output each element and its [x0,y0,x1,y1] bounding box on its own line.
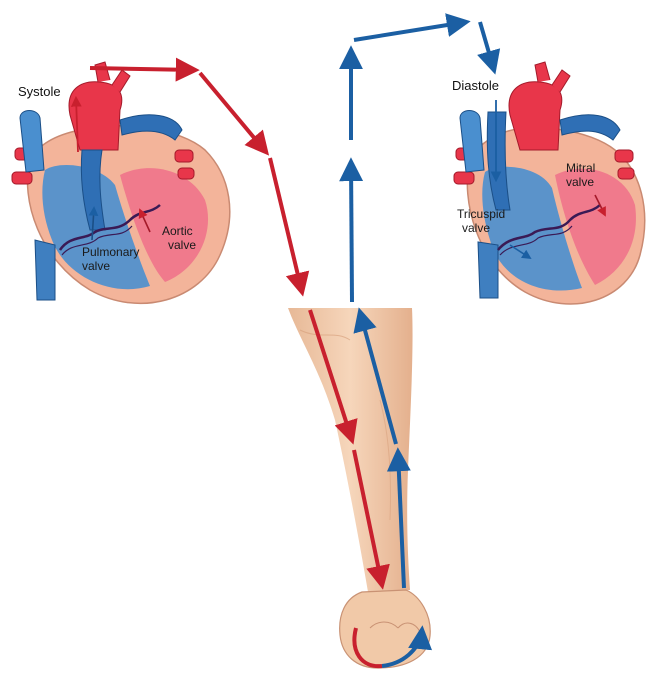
pulmonary-valve-label-line2: valve [82,259,110,273]
systole-label: Systole [18,84,61,99]
tricuspid-valve-label-line1: Tricuspid [457,207,505,221]
forearm-illustration [288,308,430,668]
aortic-valve-label-line2: valve [168,238,196,252]
mitral-valve-label-line2: valve [566,175,594,189]
tricuspid-valve-label-line2: valve [462,221,490,235]
mitral-valve-label-line1: Mitral [566,161,595,175]
diastole-label: Diastole [452,78,499,93]
aortic-valve-label-line1: Aortic [162,224,193,238]
diastole-heart-illustration [454,62,645,304]
pulmonary-valve-label-line1: Pulmonary [82,245,139,259]
